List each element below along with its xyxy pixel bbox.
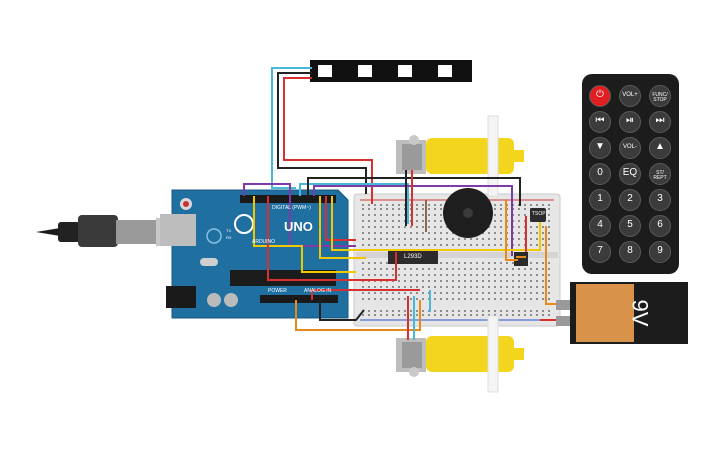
- led-1: [318, 65, 332, 77]
- skip-forward-icon: ⏭: [655, 115, 665, 126]
- digital-header: [240, 195, 336, 203]
- analog-header-label: ANALOG IN: [304, 288, 332, 294]
- led-strip[interactable]: [310, 60, 472, 82]
- usb-port: [160, 214, 196, 246]
- transistor[interactable]: [514, 252, 528, 266]
- remote-button-five[interactable]: [619, 215, 641, 237]
- ir-receiver-tsop[interactable]: [530, 208, 546, 222]
- led-3: [398, 65, 412, 77]
- breadboard[interactable]: [353, 193, 561, 327]
- arrow-down-icon: ▼: [595, 141, 605, 152]
- remote-button-vol-up[interactable]: [619, 85, 641, 107]
- remote-button-nine[interactable]: [649, 241, 671, 263]
- remote-button-two[interactable]: [619, 189, 641, 211]
- remote-button-six-label: 6: [657, 219, 663, 230]
- remote-button-vol-up-label: VOL+: [622, 92, 638, 98]
- remote-button-func-stop[interactable]: [649, 85, 671, 107]
- power-icon: ⏻: [596, 89, 604, 100]
- rx-label: RX: [226, 235, 232, 240]
- remote-button-up[interactable]: [649, 137, 671, 159]
- remote-button-seven-label: 7: [597, 245, 603, 256]
- led-4: [438, 65, 452, 77]
- remote-button-power[interactable]: [589, 85, 611, 107]
- led-2: [358, 65, 372, 77]
- piezo-buzzer[interactable]: [443, 188, 493, 238]
- dc-motor-top[interactable]: [396, 115, 524, 197]
- remote-button-zero[interactable]: [589, 163, 611, 185]
- remote-button-vol-down-label: VOL-: [622, 144, 637, 150]
- ir-remote[interactable]: [582, 74, 679, 274]
- remote-button-nine-label: 9: [657, 245, 663, 256]
- remote-button-eq-label: EQ: [622, 167, 638, 178]
- dc-jack: [166, 286, 196, 308]
- remote-button-eight[interactable]: [619, 241, 641, 263]
- digital-header-label: DIGITAL (PWM~): [272, 205, 311, 211]
- battery-label: 9V: [627, 299, 653, 327]
- remote-button-one-label: 1: [597, 193, 603, 204]
- arduino-uno-label: UNO: [284, 219, 313, 234]
- skip-back-icon: ⏮: [595, 115, 605, 126]
- remote-button-down[interactable]: [589, 137, 611, 159]
- atmega-chip: [230, 270, 336, 286]
- remote-button-six[interactable]: [649, 215, 671, 237]
- remote-button-next[interactable]: [649, 111, 671, 133]
- remote-button-eq[interactable]: [619, 163, 641, 185]
- remote-button-two-label: 2: [627, 193, 633, 204]
- arduino-uno-board[interactable]: [160, 189, 349, 319]
- remote-button-func-stop-label: FUNC/ STOP: [652, 91, 668, 103]
- remote-button-three-label: 3: [657, 193, 663, 204]
- remote-button-st-rept[interactable]: [649, 163, 671, 185]
- remote-button-three[interactable]: [649, 189, 671, 211]
- usb-cable[interactable]: [36, 215, 174, 247]
- remote-button-eight-label: 8: [627, 245, 633, 256]
- remote-button-prev[interactable]: [589, 111, 611, 133]
- power-header-label: POWER: [268, 288, 287, 294]
- play-pause-icon: ⏯: [626, 115, 634, 126]
- arrow-up-icon: ▲: [655, 141, 665, 152]
- dc-motor-bottom[interactable]: [396, 315, 524, 393]
- remote-button-vol-down[interactable]: [619, 137, 641, 159]
- remote-button-st-rept-label: ST/ REPT: [653, 169, 667, 181]
- remote-button-play-pause[interactable]: [619, 111, 641, 133]
- analog-header: [260, 295, 338, 303]
- battery-9v[interactable]: [556, 282, 688, 344]
- remote-button-five-label: 5: [627, 219, 633, 230]
- tx-label: TX: [226, 228, 232, 233]
- arduino-maker-label: ARDUINO: [252, 239, 276, 245]
- remote-button-four-label: 4: [597, 219, 603, 230]
- l293d-driver-ic[interactable]: [388, 250, 438, 264]
- remote-button-four[interactable]: [589, 215, 611, 237]
- remote-button-zero-label: 0: [597, 167, 603, 178]
- wires: [243, 67, 556, 340]
- tsop-label: TSOP: [532, 211, 546, 217]
- l293d-label: L293D: [404, 254, 422, 260]
- remote-button-seven[interactable]: [589, 241, 611, 263]
- remote-button-one[interactable]: [589, 189, 611, 211]
